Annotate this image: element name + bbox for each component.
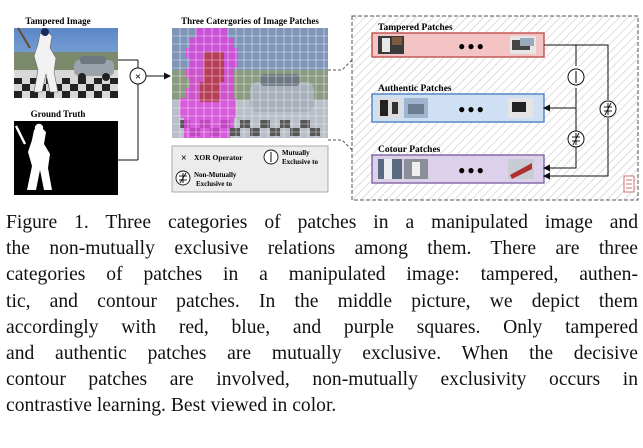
legend-mutually-line2: Exclusive to [282, 158, 318, 166]
caption-line: contrastive learning. Best viewed in col… [6, 395, 337, 417]
ground-truth-label: Ground Truth [31, 109, 86, 119]
caption-line: tic, and contour patches. In the middle … [6, 290, 638, 312]
tampered-image-label: Tampered Image [25, 16, 90, 26]
legend-non-mutually-line1: Non-Mutually [194, 171, 237, 179]
legend-non-mutually-line2: Exclusive to [196, 180, 232, 188]
caption-line: Figure 1. Three categories of patches in… [6, 212, 638, 233]
patch-groups-panel: Tampered Patches ●●● Authentic Patches ●… [351, 15, 639, 201]
caption-line: contour patches are involved, non-mutual… [6, 369, 638, 391]
patch-grid-image [172, 28, 328, 138]
contour-ellipsis: ●●● [458, 163, 486, 177]
tampered-image [14, 27, 118, 98]
ground-truth-mask [14, 121, 118, 195]
contour-patches-title: Cotour Patches [378, 145, 441, 155]
figure: Tampered Image Ground Truth × Three C [0, 0, 643, 210]
tampered-patches-title: Tampered Patches [378, 23, 453, 33]
authentic-patches-title: Authentic Patches [378, 84, 452, 94]
figure-caption: Figure 1. Three categories of patches in… [6, 210, 638, 420]
authentic-ellipsis: ●●● [458, 102, 486, 116]
caption-line: the non-mutually exclusive relations amo… [6, 238, 638, 260]
tampered-ellipsis: ●●● [458, 39, 486, 53]
caption-line: accordingly with red, blue, and purple s… [6, 316, 638, 338]
legend-xor-symbol: × [181, 153, 187, 164]
figure-canvas: Tampered Image Ground Truth × Three C [14, 15, 639, 201]
legend-box: × XOR Operator Mutually Exclusive to Non… [171, 145, 329, 193]
patch-categories-title: Three Catergories of Image Patches [181, 16, 319, 26]
legend-mutually-line1: Mutually [282, 149, 310, 157]
caption-line: categories of patches in a manipulated i… [6, 264, 638, 286]
xor-symbol: × [135, 71, 141, 83]
legend-xor-label: XOR Operator [194, 153, 243, 162]
caption-line: and authentic patches are mutually exclu… [6, 343, 638, 365]
